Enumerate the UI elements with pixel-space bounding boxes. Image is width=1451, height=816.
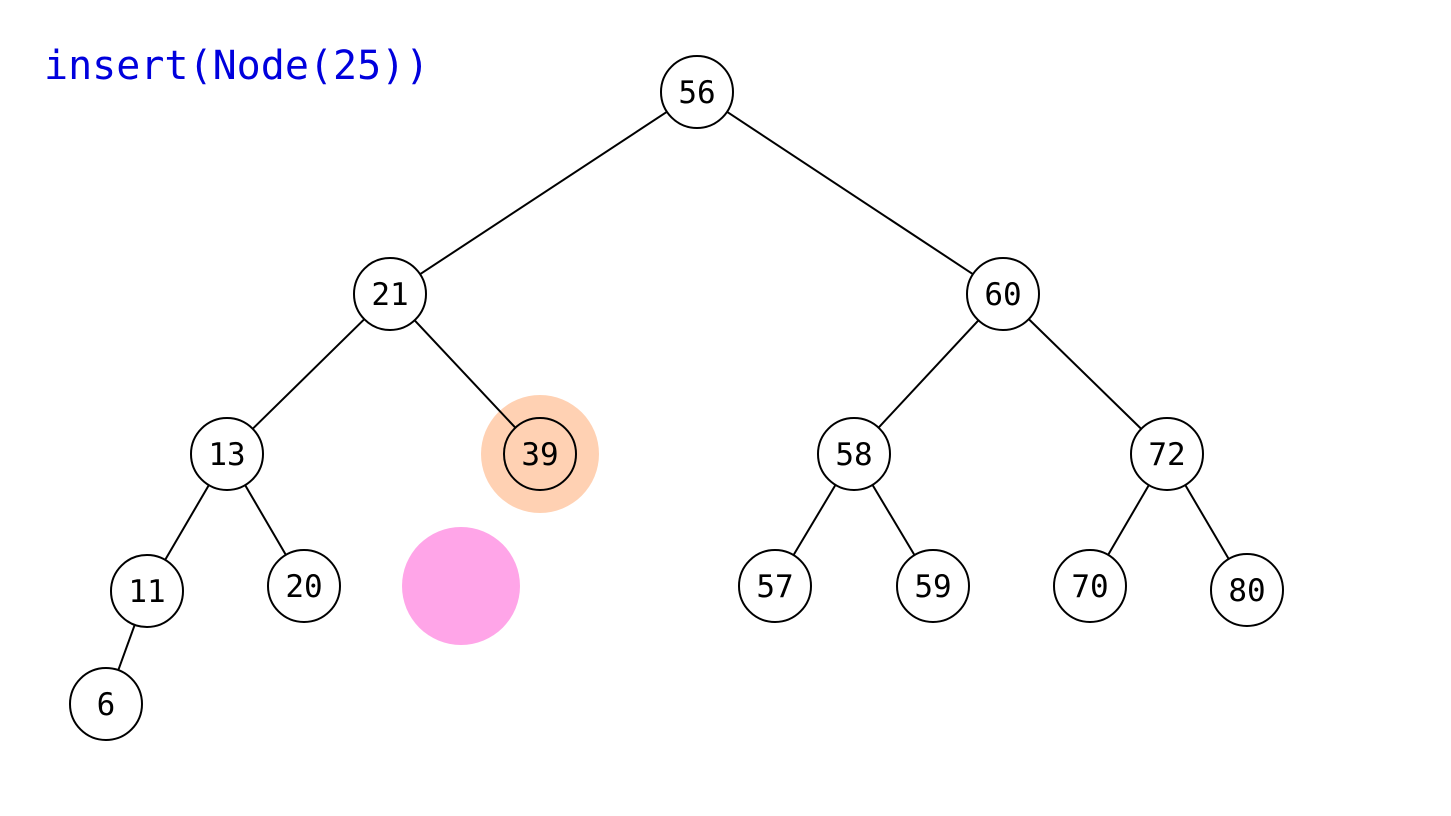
node-circle: [738, 549, 812, 623]
node-value: 70: [1071, 569, 1108, 605]
edge-layer: [117, 110, 1230, 671]
node-circle: [1130, 417, 1204, 491]
node-value: 21: [371, 277, 408, 313]
edge-58-59: [871, 484, 916, 556]
node-value: 6: [97, 687, 116, 723]
node-value: 13: [208, 437, 245, 473]
highlight-layer: [402, 395, 599, 645]
node-circle: [1053, 549, 1127, 623]
node-value: 72: [1148, 437, 1185, 473]
operation-label: insert(Node(25)): [44, 43, 429, 89]
node-value: 80: [1228, 573, 1265, 609]
tree-node-57: 57: [738, 549, 812, 623]
tree-node-20: 20: [267, 549, 341, 623]
edge-60-58: [877, 319, 980, 429]
tree-node-80: 80: [1210, 553, 1284, 627]
node-circle: [190, 417, 264, 491]
compare-highlight-39: [481, 395, 599, 513]
tree-node-56: 56: [660, 55, 734, 129]
node-layer: 56 21 60 13 39 58 72 11 20 57 59 70 80 6: [69, 55, 1284, 741]
node-circle: [267, 549, 341, 623]
node-circle: [817, 417, 891, 491]
node-value: 57: [756, 569, 793, 605]
node-circle: [1210, 553, 1284, 627]
tree-node-11: 11: [110, 554, 184, 628]
tree-node-72: 72: [1130, 417, 1204, 491]
node-value: 60: [984, 277, 1021, 313]
node-circle: [966, 257, 1040, 331]
tree-node-6: 6: [69, 667, 143, 741]
edge-21-39: [413, 319, 517, 429]
node-value: 56: [678, 75, 715, 111]
tree-node-13: 13: [190, 417, 264, 491]
edge-13-20: [244, 484, 287, 556]
node-circle: [503, 417, 577, 491]
edge-58-57: [792, 484, 837, 556]
node-value: 58: [835, 437, 872, 473]
edge-21-13: [251, 318, 366, 430]
node-circle: [353, 257, 427, 331]
node-value: 39: [521, 437, 558, 473]
insert-position-marker: [402, 527, 520, 645]
node-value: 59: [914, 569, 951, 605]
edge-13-11: [164, 484, 210, 561]
node-circle: [896, 549, 970, 623]
tree-node-39: 39: [503, 417, 577, 491]
edge-11-6: [117, 624, 136, 671]
node-circle: [69, 667, 143, 741]
node-circle: [110, 554, 184, 628]
edge-72-70: [1107, 484, 1150, 556]
edge-56-60: [726, 110, 974, 276]
tree-node-60: 60: [966, 257, 1040, 331]
node-circle: [660, 55, 734, 129]
edge-72-80: [1184, 484, 1230, 560]
tree-node-59: 59: [896, 549, 970, 623]
node-value: 11: [128, 574, 165, 610]
tree-node-70: 70: [1053, 549, 1127, 623]
edge-56-21: [419, 110, 668, 276]
edge-60-72: [1028, 318, 1142, 430]
tree-node-58: 58: [817, 417, 891, 491]
tree-node-21: 21: [353, 257, 427, 331]
node-value: 20: [285, 569, 322, 605]
